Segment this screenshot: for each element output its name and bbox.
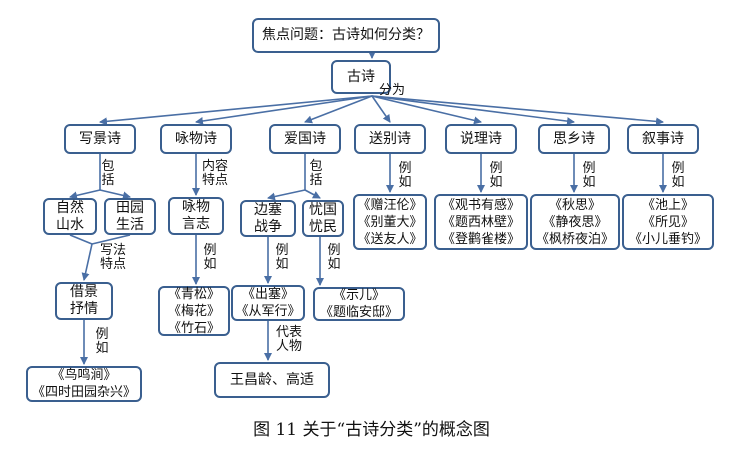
node-ziran-shanshui: 自然 山水 bbox=[43, 198, 97, 235]
examples-sixiang: 《秋思》 《静夜思》 《枫桥夜泊》 bbox=[530, 194, 620, 250]
node-youguo-youmin: 忧国 忧民 bbox=[302, 200, 344, 237]
link-label-xushi-example: 例 如 bbox=[671, 161, 685, 190]
examples-shuoli: 《观书有感》 《题西林壁》 《登鹳雀楼》 bbox=[434, 194, 528, 250]
link-label-aiguo-example-1: 例 如 bbox=[275, 243, 289, 272]
root-node: 古诗 bbox=[331, 60, 391, 94]
focus-question-box: 焦点问题：古诗如何分类？ bbox=[252, 18, 440, 53]
examples-biansai: 《出塞》 《从军行》 bbox=[231, 285, 305, 321]
examples-youguo: 《示儿》 《题临安邸》 bbox=[313, 287, 405, 321]
link-label-xiejing-method: 写法 特点 bbox=[99, 243, 126, 272]
category-xushi: 叙事诗 bbox=[627, 124, 699, 154]
examples-yongwu: 《青松》 《梅花》 《竹石》 bbox=[158, 286, 230, 336]
link-label-aiguo-include: 包 括 bbox=[309, 159, 323, 188]
examples-songbie: 《赠汪伦》 《别董大》 《送友人》 bbox=[353, 194, 427, 250]
node-yongwu-yanzhi: 咏物 言志 bbox=[168, 197, 224, 235]
link-label-aiguo-example-2: 例 如 bbox=[327, 243, 341, 272]
examples-xushi: 《池上》 《所见》 《小儿垂钓》 bbox=[622, 194, 714, 250]
node-representative-poets: 王昌龄、高适 bbox=[214, 362, 330, 398]
root-link-label: 分为 bbox=[378, 83, 405, 98]
examples-xiejing: 《鸟鸣涧》 《四时田园杂兴》 bbox=[26, 366, 142, 402]
link-label-aiguo-poets: 代表 人物 bbox=[275, 325, 302, 354]
node-biansai-zhanzheng: 边塞 战争 bbox=[240, 200, 296, 237]
link-label-sixiang-example: 例 如 bbox=[582, 161, 596, 190]
category-xiejing: 写景诗 bbox=[64, 124, 136, 154]
link-label-shuoli-example: 例 如 bbox=[489, 161, 503, 190]
link-label-xiejing-example: 例 如 bbox=[95, 327, 109, 356]
figure-caption: 图 11 关于“古诗分类”的概念图 bbox=[253, 420, 490, 440]
node-jiejing-shuqing: 借景 抒情 bbox=[55, 282, 113, 320]
category-shuoli: 说理诗 bbox=[445, 124, 517, 154]
category-yongwu: 咏物诗 bbox=[160, 124, 232, 154]
link-label-xiejing-include: 包 括 bbox=[101, 159, 115, 188]
category-sixiang: 思乡诗 bbox=[538, 124, 610, 154]
category-aiguo: 爱国诗 bbox=[269, 124, 341, 154]
link-label-yongwu-example: 例 如 bbox=[203, 243, 217, 272]
node-tianyuan-shenghuo: 田园 生活 bbox=[104, 198, 156, 235]
link-label-songbie-example: 例 如 bbox=[398, 161, 412, 190]
category-songbie: 送别诗 bbox=[354, 124, 426, 154]
link-label-yongwu-content: 内容 特点 bbox=[201, 159, 228, 188]
